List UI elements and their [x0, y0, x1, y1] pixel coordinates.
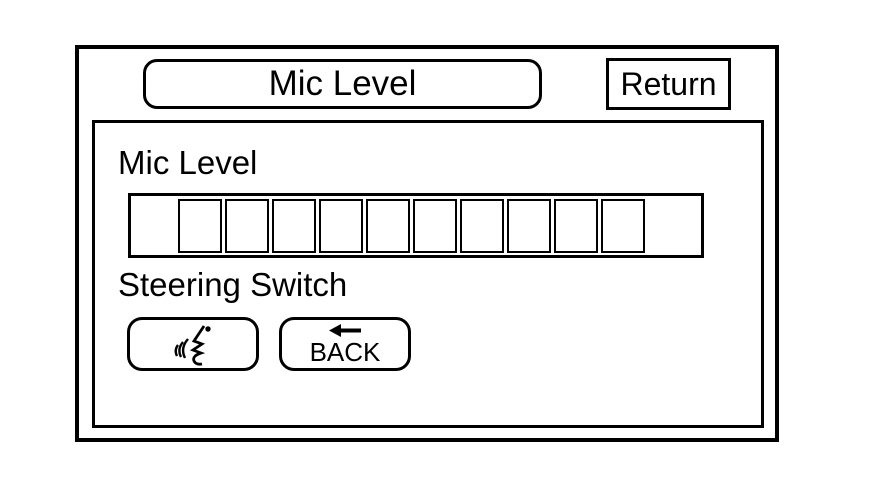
- page-title-label: Mic Level: [268, 64, 417, 103]
- mic-level-segment: [413, 198, 457, 253]
- left-arrow-icon: [329, 323, 361, 337]
- page-title: Mic Level: [143, 59, 542, 109]
- mic-level-segment: [601, 198, 645, 253]
- mic-level-label: Mic Level: [118, 144, 258, 181]
- steering-switch-label: Steering Switch: [118, 266, 348, 303]
- mic-level-segment: [460, 198, 504, 253]
- back-button-label: BACK: [309, 336, 381, 367]
- mic-level-segment: [507, 198, 551, 253]
- back-button[interactable]: BACK: [279, 317, 411, 371]
- mic-level-segment: [225, 198, 269, 253]
- settings-panel: [92, 120, 764, 428]
- mic-level-segment: [319, 198, 363, 253]
- voice-recognition-button[interactable]: [127, 317, 259, 371]
- voice-recognition-icon: [174, 325, 211, 366]
- return-button[interactable]: Return: [606, 58, 731, 110]
- mic-level-segment: [554, 198, 598, 253]
- return-button-label: Return: [620, 65, 717, 102]
- mic-level-bar: [128, 193, 704, 258]
- mic-level-segment: [272, 198, 316, 253]
- mic-level-segment: [178, 198, 222, 253]
- mic-level-segment: [366, 198, 410, 253]
